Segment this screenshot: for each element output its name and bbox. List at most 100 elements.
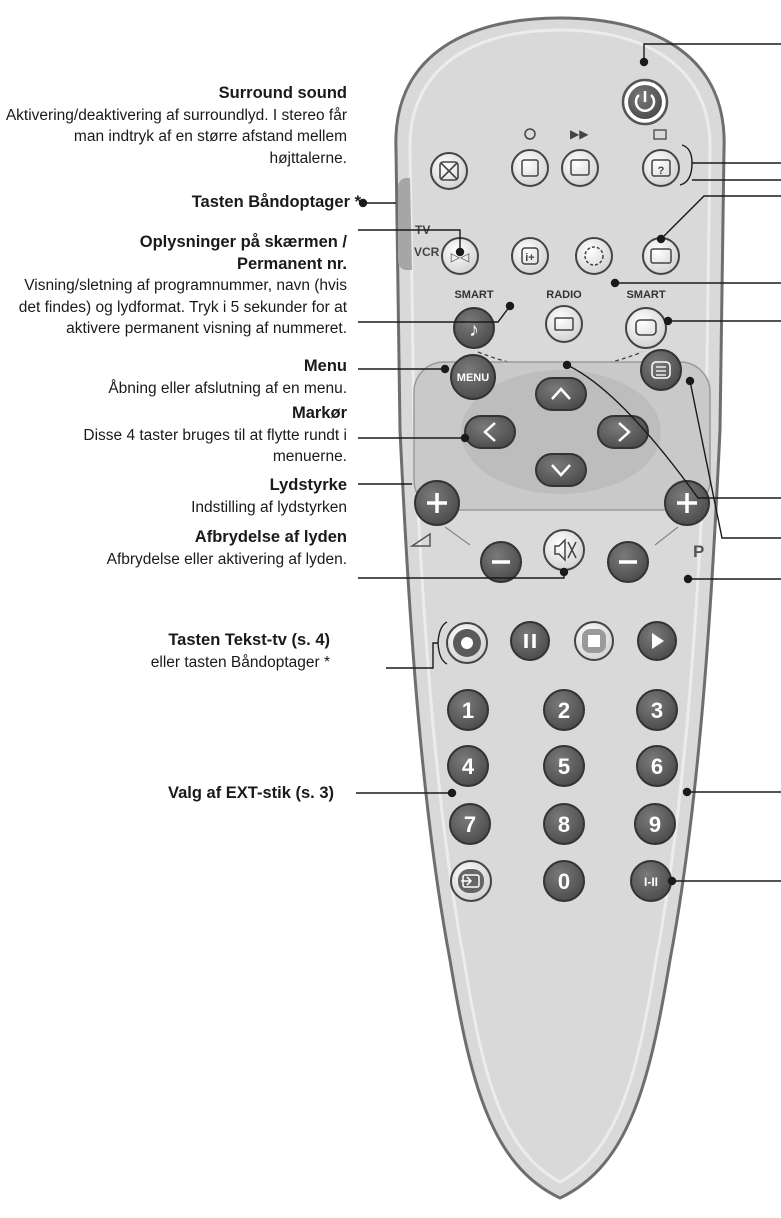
teletext-button[interactable]	[640, 349, 682, 391]
program-label: P	[693, 542, 704, 561]
volume-wedge-icon	[409, 532, 431, 547]
digit-6-label: 6	[651, 754, 663, 779]
digit-5-label: 5	[558, 754, 570, 779]
stop-button[interactable]	[574, 621, 614, 661]
subpage-icon	[570, 159, 590, 176]
cursor-right-button[interactable]	[597, 415, 649, 449]
format-icon	[650, 248, 672, 264]
digit-9-button[interactable]: 9	[634, 803, 676, 845]
smart-picture-button[interactable]	[625, 307, 667, 349]
menu-button-label: MENU	[457, 372, 489, 384]
menu-title: Menu	[303, 357, 347, 375]
switch-vcr-label: VCR	[414, 245, 440, 259]
cursor-up-button[interactable]	[535, 377, 587, 411]
remote-body	[394, 16, 726, 1200]
hold-icon	[521, 159, 539, 177]
pause-button[interactable]	[510, 621, 550, 661]
chevron-right-icon	[618, 422, 631, 442]
mute-title: Afbrydelse af lyden	[194, 528, 347, 546]
picture-icon	[635, 319, 657, 336]
label-menu: Menu Åbning eller afslutning af en menu.	[108, 356, 347, 399]
digit-4-button[interactable]: 4	[447, 745, 489, 787]
radio-button[interactable]	[545, 305, 583, 343]
record-button[interactable]	[446, 622, 488, 664]
nav-pad	[461, 370, 661, 494]
sleep-timer-button[interactable]	[575, 237, 613, 275]
label-vcr-key: Tasten Båndoptager *	[192, 192, 361, 214]
smart-sound-button[interactable]: ♪	[453, 307, 495, 349]
program-up-button[interactable]	[664, 480, 710, 526]
digit-3-button[interactable]: 3	[636, 689, 678, 731]
digit-2-button[interactable]: 2	[543, 689, 585, 731]
timer-small-icon	[524, 128, 536, 140]
digit-0-button[interactable]: 0	[543, 860, 585, 902]
svg-text:?: ?	[658, 165, 665, 177]
digit-1-label: 1	[462, 698, 474, 723]
osd-desc: Visning/sletning af programnummer, navn …	[18, 277, 347, 337]
osd-icon	[521, 247, 539, 265]
tv-vcr-switch[interactable]	[398, 178, 412, 270]
digit-0-label: 0	[558, 869, 570, 894]
chevron-left-icon	[483, 422, 496, 442]
label-cursor: Markør Disse 4 taster bruges til at flyt…	[57, 403, 347, 468]
volume-up-button[interactable]	[414, 480, 460, 526]
label-osd: Oplysninger på skærmen / Permanent nr. V…	[2, 232, 347, 340]
record-icon	[461, 637, 473, 649]
volume-down-button[interactable]	[480, 541, 522, 583]
digit-7-label: 7	[464, 812, 476, 837]
cancel-button[interactable]	[430, 152, 468, 190]
mute-desc: Afbrydelse eller aktivering af lyden.	[106, 550, 347, 568]
label-teletext: Tasten Tekst-tv (s. 4) eller tasten Bånd…	[151, 630, 330, 673]
cursor-desc: Disse 4 taster bruges til at flytte rund…	[83, 426, 347, 466]
format-button[interactable]	[642, 237, 680, 275]
cursor-left-button[interactable]	[464, 415, 516, 449]
callout-lines-left	[356, 198, 569, 798]
digit-7-button[interactable]: 7	[449, 803, 491, 845]
chevron-up-icon	[551, 387, 571, 400]
digit-8-label: 8	[558, 812, 570, 837]
label-ext: Valg af EXT-stik (s. 3)	[168, 783, 334, 805]
mute-button[interactable]	[543, 529, 585, 571]
index-small-icon	[653, 129, 667, 140]
osd-button[interactable]: i+	[511, 237, 549, 275]
program-plus-icon	[677, 493, 697, 513]
clock-icon	[584, 246, 604, 266]
play-icon	[652, 633, 664, 649]
info-button[interactable]: ?	[642, 149, 680, 187]
digit-2-label: 2	[558, 698, 570, 723]
sound-mode-button[interactable]: I-II	[630, 860, 672, 902]
play-button[interactable]	[637, 621, 677, 661]
ext-button[interactable]	[450, 860, 492, 902]
program-down-button[interactable]	[607, 541, 649, 583]
power-button[interactable]	[621, 78, 669, 126]
surround-desc: Aktivering/deaktivering af surroundlyd. …	[5, 106, 347, 167]
cursor-title: Markør	[291, 404, 347, 422]
teletext-icon	[651, 361, 671, 379]
digit-1-button[interactable]: 1	[447, 689, 489, 731]
label-volume: Lydstyrke Indstilling af lydstyrken	[191, 475, 347, 518]
teletext-title: Tasten Tekst-tv (s. 4)	[168, 631, 330, 649]
ext-title: Valg af EXT-stik (s. 3)	[168, 784, 334, 802]
digit-5-button[interactable]: 5	[543, 745, 585, 787]
label-surround: Surround sound Aktivering/deaktivering a…	[0, 83, 347, 169]
digit-6-button[interactable]: 6	[636, 745, 678, 787]
cursor-down-button[interactable]	[535, 453, 587, 487]
smart-right-label: SMART	[626, 289, 665, 301]
timer-button[interactable]	[511, 149, 549, 187]
volume-desc: Indstilling af lydstyrken	[191, 498, 347, 516]
digit-9-label: 9	[649, 812, 661, 837]
stop-icon	[588, 635, 600, 647]
reveal-button[interactable]	[561, 149, 599, 187]
digit-8-button[interactable]: 8	[543, 803, 585, 845]
cancel-icon	[439, 161, 459, 181]
digit-4-label: 4	[462, 754, 475, 779]
menu-button[interactable]: MENU	[450, 354, 496, 400]
radio-label: RADIO	[546, 289, 582, 301]
volume-title: Lydstyrke	[269, 476, 347, 494]
smart-left-label: SMART	[454, 289, 493, 301]
digit-3-label: 3	[651, 698, 663, 723]
surround-title: Surround sound	[218, 84, 347, 102]
vcr-key-title: Tasten Båndoptager *	[191, 193, 361, 211]
menu-desc: Åbning eller afslutning af en menu.	[108, 379, 347, 397]
